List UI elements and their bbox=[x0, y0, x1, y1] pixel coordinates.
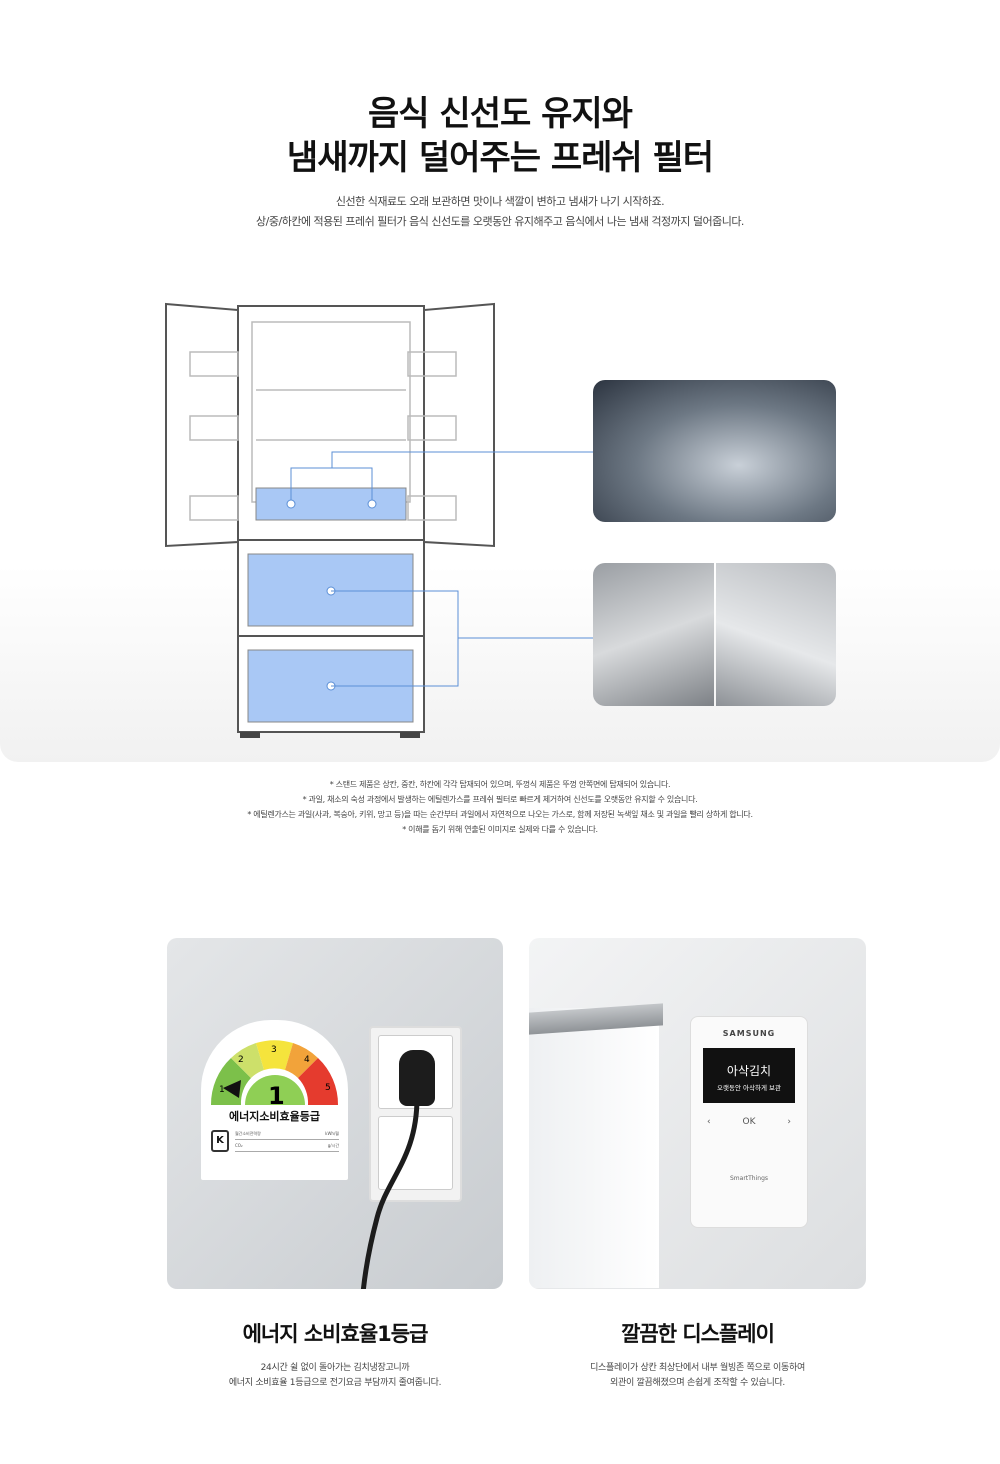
feature-desc-energy: 24시간 쉴 없이 돌아가는 김치냉장고니까 에너지 소비효율 1등급으로 전기… bbox=[167, 1361, 503, 1391]
energy-label: 1 2 3 4 5 1 에너지소비효율등급 K 월간소비전력량 kWh/월 CO₂… bbox=[201, 1020, 348, 1180]
feature-desc-display: 디스플레이가 상칸 최상단에서 내부 월빙존 쪽으로 이동하여 외관이 깔끔해졌… bbox=[529, 1361, 866, 1391]
upper-filter-area bbox=[255, 487, 407, 521]
footnote: * 스탠드 제품은 상칸, 중칸, 하칸에 각각 탑재되어 있으며, 뚜껑식 제… bbox=[329, 780, 671, 789]
subtitle-line-2: 상/중/하칸에 적용된 프레쉬 필터가 음식 신선도를 오랫동안 유지해주고 음… bbox=[256, 215, 744, 228]
energy-card-image: 1 2 3 4 5 1 에너지소비효율등급 K 월간소비전력량 kWh/월 CO₂… bbox=[167, 938, 503, 1289]
desc-line: 24시간 쉴 없이 돌아가는 김치냉장고니까 bbox=[260, 1363, 410, 1373]
grade-3: 3 bbox=[271, 1045, 277, 1055]
display-card-image: SAMSUNG 아삭김치 오랫동안 아삭하게 보관 ‹ OK › SmartTh… bbox=[529, 938, 866, 1289]
footnote: * 이해를 돕기 위해 연출된 이미지로 실제와 다를 수 있습니다. bbox=[402, 825, 598, 834]
title-line-2: 냄새까지 덜어주는 프레쉬 필터 bbox=[286, 138, 714, 178]
current-grade: 1 bbox=[268, 1082, 285, 1110]
title-line-1: 음식 신선도 유지와 bbox=[368, 94, 633, 134]
feature-title-energy: 에너지 소비효율1등급 bbox=[242, 1322, 429, 1346]
grade-2: 2 bbox=[238, 1055, 244, 1065]
row2-unit: g/시간 bbox=[327, 1143, 339, 1148]
display-panel: SAMSUNG 아삭김치 오랫동안 아삭하게 보관 ‹ OK › SmartTh… bbox=[690, 1016, 808, 1228]
display-mode: 아삭김치 bbox=[726, 1064, 772, 1078]
footnote: * 에틸렌가스는 과일(사과, 복숭아, 키위, 망고 등)을 따는 순간부터 … bbox=[247, 810, 753, 819]
feature-title-display: 깔끔한 디스플레이 bbox=[621, 1322, 775, 1346]
grade-1: 1 bbox=[219, 1085, 225, 1095]
row1-unit: kWh/월 bbox=[325, 1131, 339, 1136]
prev-button[interactable]: ‹ bbox=[706, 1117, 711, 1127]
grade-4: 4 bbox=[304, 1055, 310, 1065]
smartthings-logo: SmartThings bbox=[729, 1175, 769, 1182]
next-button[interactable]: › bbox=[787, 1117, 792, 1127]
footnotes: * 스탠드 제품은 상칸, 중칸, 하칸에 각각 탑재되어 있으며, 뚜껑식 제… bbox=[0, 777, 1000, 837]
power-plug bbox=[399, 1050, 435, 1106]
page-title: 음식 신선도 유지와 냄새까지 덜어주는 프레쉬 필터 bbox=[0, 92, 1000, 180]
ok-button[interactable]: OK bbox=[742, 1117, 756, 1127]
footnote: * 과일, 채소의 숙성 과정에서 발생하는 에틸렌가스를 프레쉬 필터로 빠르… bbox=[302, 795, 698, 804]
desc-line: 에너지 소비효율 1등급으로 전기요금 부담까지 줄여줍니다. bbox=[228, 1378, 442, 1388]
drawer-filter-photo bbox=[593, 563, 836, 706]
desc-line: 외관이 깔끔해졌으며 손쉽게 조작할 수 있습니다. bbox=[610, 1378, 785, 1388]
subtitle-line-1: 신선한 식재료도 오래 보관하면 맛이나 색깔이 변하고 냄새가 나기 시작하죠… bbox=[335, 195, 665, 208]
upper-filter-photo bbox=[593, 380, 836, 522]
display-screen: 아삭김치 오랫동안 아삭하게 보관 bbox=[703, 1048, 795, 1103]
grade-5: 5 bbox=[325, 1083, 331, 1093]
brand-logo: SAMSUNG bbox=[722, 1029, 776, 1038]
energy-label-title: 에너지소비효율등급 bbox=[228, 1110, 321, 1123]
kc-mark-icon: K bbox=[211, 1130, 229, 1152]
fridge-diagram bbox=[165, 302, 594, 738]
desc-line: 디스플레이가 상칸 최상단에서 내부 월빙존 쪽으로 이동하여 bbox=[590, 1363, 805, 1373]
subtitle: 신선한 식재료도 오래 보관하면 맛이나 색깔이 변하고 냄새가 나기 시작하죠… bbox=[0, 192, 1000, 232]
row2-label: CO₂ bbox=[235, 1143, 243, 1148]
row1-label: 월간소비전력량 bbox=[235, 1131, 261, 1136]
display-mode-desc: 오랫동안 아삭하게 보관 bbox=[717, 1084, 781, 1092]
